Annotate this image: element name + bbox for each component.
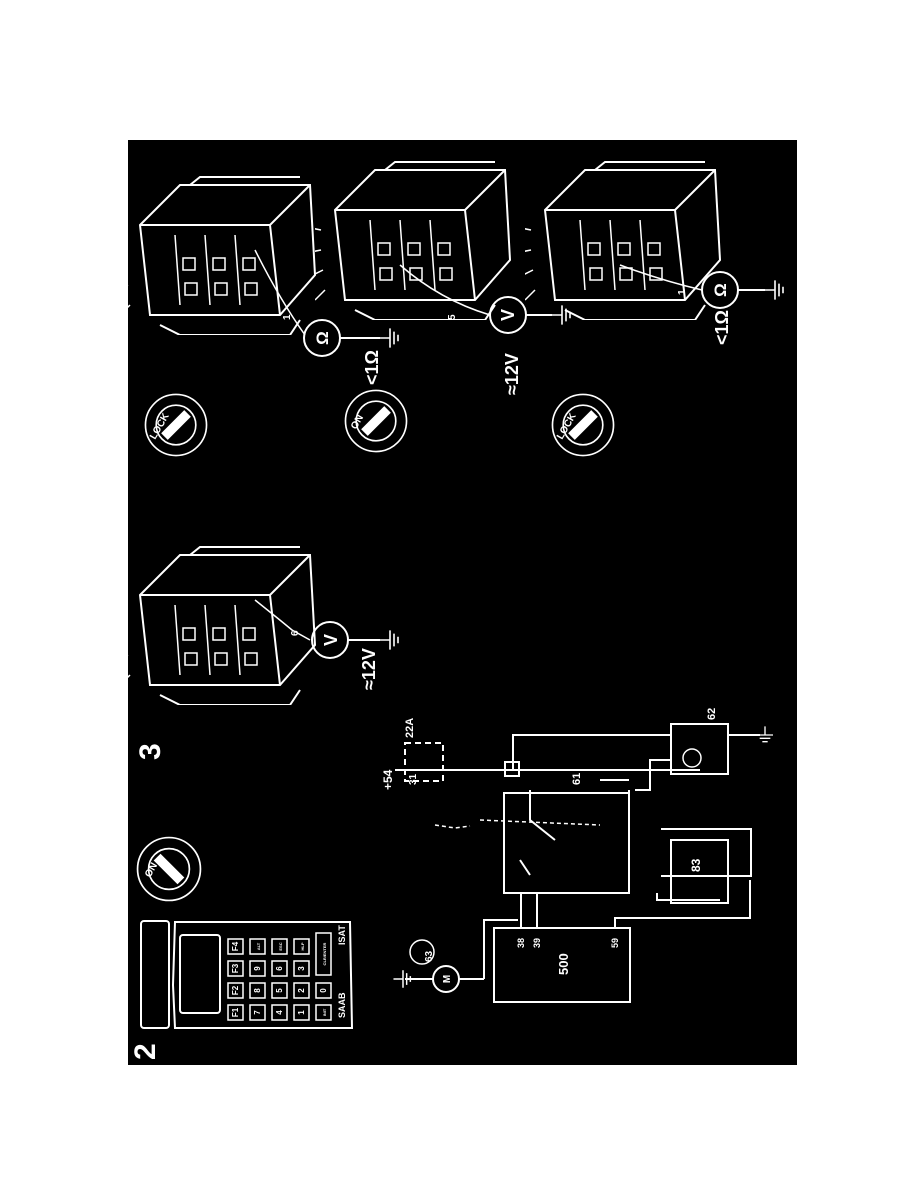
measurement-4: 1 Ω <1Ω	[525, 161, 784, 345]
measurement-1: 6 V ≈12V	[120, 546, 399, 705]
tester-brand: SAAB	[337, 992, 347, 1018]
svg-text:62: 62	[706, 708, 718, 720]
wiring-schematic: +54 31 22A 61 62 83 500 38 39 59 M 63	[381, 708, 774, 1003]
tester-key	[227, 982, 244, 999]
tester-key	[315, 932, 332, 976]
measurement-3: 5 V ≈12V	[315, 161, 571, 395]
tester-key-label: 2	[297, 988, 306, 993]
svg-text:≈12V: ≈12V	[359, 648, 379, 690]
svg-text:39: 39	[532, 938, 542, 948]
tester-key	[249, 1004, 266, 1021]
supply-label: +54	[381, 769, 395, 790]
relay-83	[670, 839, 729, 904]
tester-keypad: F1 F2 F3 F4 7 8 9 ALT 4 5 6 ESC 1 2 3 HLP INIT 0 CLR/ENTER	[227, 932, 332, 1021]
figure-number-3: 3	[134, 743, 167, 760]
tester-key	[315, 1004, 332, 1021]
tester-key-label: CLR/ENTER	[322, 942, 327, 965]
tester-display	[179, 934, 221, 1014]
tester-key	[271, 1004, 288, 1021]
svg-text:38: 38	[516, 938, 526, 948]
svg-text:M: M	[442, 975, 453, 983]
svg-text:V: V	[498, 309, 518, 321]
gear-selector-label: 61	[571, 773, 583, 785]
tester-key	[271, 982, 288, 999]
svg-text:<1Ω: <1Ω	[362, 350, 382, 385]
tester-key-label: F2	[231, 985, 240, 995]
tester-key-label: F1	[231, 1007, 240, 1017]
svg-text:Ω: Ω	[711, 283, 730, 297]
tester-key-label: 9	[253, 966, 262, 971]
svg-text:V: V	[321, 634, 341, 646]
svg-text:63: 63	[424, 950, 435, 962]
control-unit-500	[493, 927, 631, 1003]
svg-text:500: 500	[556, 953, 571, 975]
tester-key-label: 3	[297, 966, 306, 971]
fuse-box	[404, 742, 444, 782]
svg-text:≈12V: ≈12V	[502, 353, 522, 395]
tester-key	[271, 960, 288, 977]
measurement-2: 1 Ω <1Ω	[120, 176, 399, 385]
tester-model: ISAT	[337, 925, 347, 945]
tester-key	[249, 938, 266, 955]
tester-key-label: F4	[231, 941, 240, 951]
svg-text:<1Ω: <1Ω	[712, 310, 732, 345]
tester-key-label: ESC	[278, 942, 283, 950]
tester-key-label: F3	[231, 963, 240, 973]
figure-background	[128, 140, 797, 1065]
svg-text:6: 6	[290, 630, 301, 636]
svg-text:83: 83	[689, 858, 703, 872]
tester-key	[271, 938, 288, 955]
fuse-label: 31	[408, 773, 419, 785]
svg-text:59: 59	[610, 938, 620, 948]
tester-key	[293, 960, 310, 977]
tester-key-label: INIT	[322, 1008, 327, 1016]
relay-box-62	[670, 723, 729, 775]
tester-key-label: 1	[297, 1010, 306, 1015]
tester-key-label: 8	[253, 988, 262, 993]
tester-key	[227, 1004, 244, 1021]
tester-key-label: 0	[319, 988, 328, 993]
svg-text:1: 1	[677, 289, 688, 295]
svg-text:1: 1	[282, 314, 293, 320]
tester-key-label: 5	[275, 988, 284, 993]
tester-key	[293, 982, 310, 999]
tester-key	[293, 1004, 310, 1021]
fuse-box-label: 22A	[404, 718, 416, 738]
tester-key	[227, 960, 244, 977]
tester-key-label: ALT	[256, 942, 261, 950]
tester-key-label: 7	[253, 1010, 262, 1015]
tester-key-label: 6	[275, 966, 284, 971]
tester-key	[249, 982, 266, 999]
isat-tester: F1 F2 F3 F4 7 8 9 ALT 4 5 6 ESC 1 2 3 HLP INIT 0 CLR/ENTER…	[140, 920, 354, 1029]
tester-key	[293, 938, 310, 955]
svg-text:5: 5	[447, 314, 458, 320]
svg-text:Ω: Ω	[313, 331, 332, 345]
tester-key-label: 4	[275, 1010, 284, 1015]
tester-key	[315, 982, 332, 999]
tester-key-label: HLP	[300, 942, 305, 950]
tester-key	[249, 960, 266, 977]
tester-key	[227, 938, 244, 955]
figure-number-2: 2	[129, 1043, 162, 1060]
